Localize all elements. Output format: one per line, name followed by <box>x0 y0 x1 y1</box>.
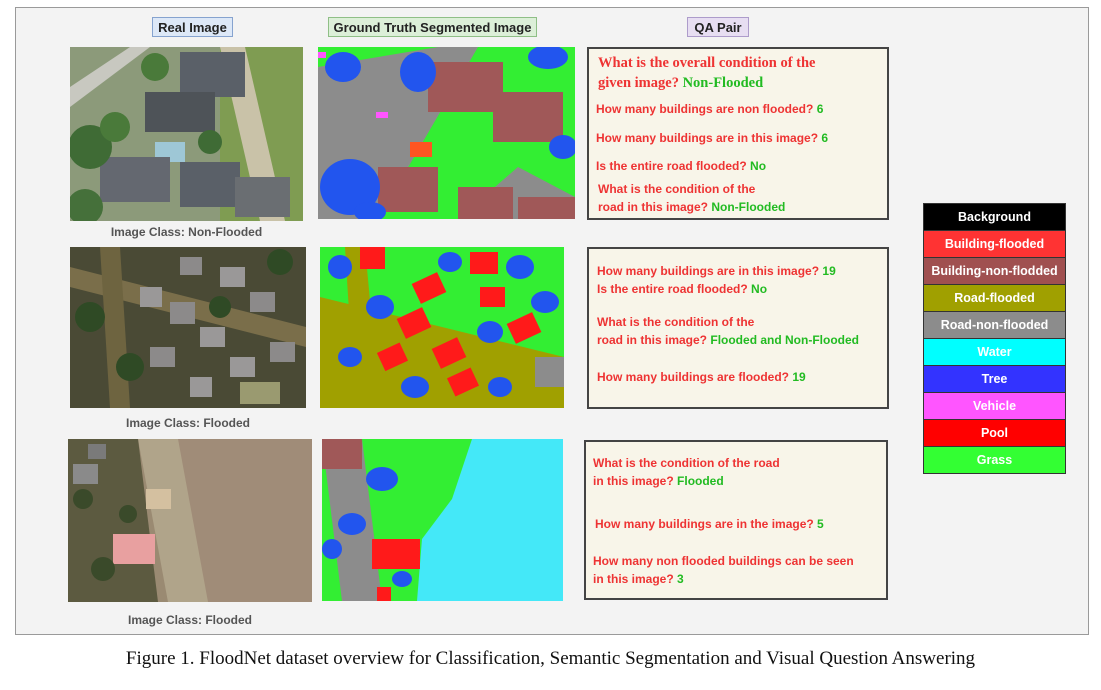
qa-question: road in this image? Flooded and Non-Floo… <box>597 333 859 347</box>
qa-question: given image? Non-Flooded <box>598 75 764 91</box>
legend-item-pool: Pool <box>923 420 1066 447</box>
qa-question: Is the entire road flooded? No <box>596 159 767 173</box>
class-legend: Background Building-flooded Building-non… <box>923 203 1066 474</box>
qa-box-2: How many buildings are in this image? 19… <box>587 247 889 409</box>
real-image-2 <box>70 247 306 408</box>
qa-question: How many buildings are in the image? 5 <box>595 517 824 531</box>
header-ground-truth: Ground Truth Segmented Image <box>328 17 537 37</box>
qa-question: road in this image? Non-Flooded <box>598 200 786 214</box>
real-image-1 <box>70 47 303 221</box>
image-class-label: Image Class: Non-Flooded <box>110 225 263 239</box>
legend-item-water: Water <box>923 339 1066 366</box>
qa-question: in this image? 3 <box>593 572 684 586</box>
real-image-3 <box>68 439 312 602</box>
qa-answer: 6 <box>816 102 824 116</box>
qa-answer: 19 <box>822 264 836 278</box>
legend-item-background: Background <box>923 203 1066 231</box>
segmented-image-2 <box>320 247 564 408</box>
qa-box-1: What is the overall condition of the giv… <box>587 47 889 220</box>
qa-answer: 19 <box>792 370 806 384</box>
qa-question: What is the condition of the <box>598 182 756 196</box>
legend-item-road-flooded: Road-flooded <box>923 285 1066 312</box>
figure-caption: Figure 1. FloodNet dataset overview for … <box>125 648 976 669</box>
qa-answer: No <box>750 159 767 173</box>
qa-question: What is the overall condition of the <box>598 55 816 71</box>
qa-answer: No <box>751 282 768 296</box>
qa-answer: 6 <box>821 131 829 145</box>
qa-question: What is the condition of the <box>597 315 755 329</box>
qa-box-3: What is the condition of the road in thi… <box>584 440 888 600</box>
image-class-label: Image Class: Flooded <box>125 416 251 430</box>
qa-answer: Flooded and Non-Flooded <box>710 333 859 347</box>
qa-answer: Non-Flooded <box>682 75 764 91</box>
legend-item-vehicle: Vehicle <box>923 393 1066 420</box>
legend-item-road-non-flooded: Road-non-flooded <box>923 312 1066 339</box>
segmented-image-3 <box>322 439 563 601</box>
legend-item-building-flooded: Building-flooded <box>923 231 1066 258</box>
qa-question: How many buildings are in this image? 6 <box>596 131 829 145</box>
qa-answer: Non-Flooded <box>711 200 786 214</box>
qa-question: How many buildings are non flooded? 6 <box>596 102 824 116</box>
legend-item-grass: Grass <box>923 447 1066 474</box>
qa-question: in this image? Flooded <box>593 474 724 488</box>
qa-question: What is the condition of the road <box>593 456 780 470</box>
qa-answer: 3 <box>677 572 684 586</box>
segmented-image-1 <box>318 47 575 219</box>
legend-item-tree: Tree <box>923 366 1066 393</box>
qa-question: Is the entire road flooded? No <box>597 282 768 296</box>
legend-item-building-non-flooded: Building-non-flodded <box>923 258 1066 285</box>
qa-question: How many buildings are flooded? 19 <box>597 370 806 384</box>
qa-question: How many non flooded buildings can be se… <box>593 554 854 568</box>
qa-answer: Flooded <box>677 474 724 488</box>
image-class-label: Image Class: Flooded <box>127 613 253 627</box>
qa-answer: 5 <box>817 517 824 531</box>
header-qa-pair: QA Pair <box>687 17 749 37</box>
header-real-image: Real Image <box>152 17 233 37</box>
qa-question: How many buildings are in this image? 19 <box>597 264 836 278</box>
